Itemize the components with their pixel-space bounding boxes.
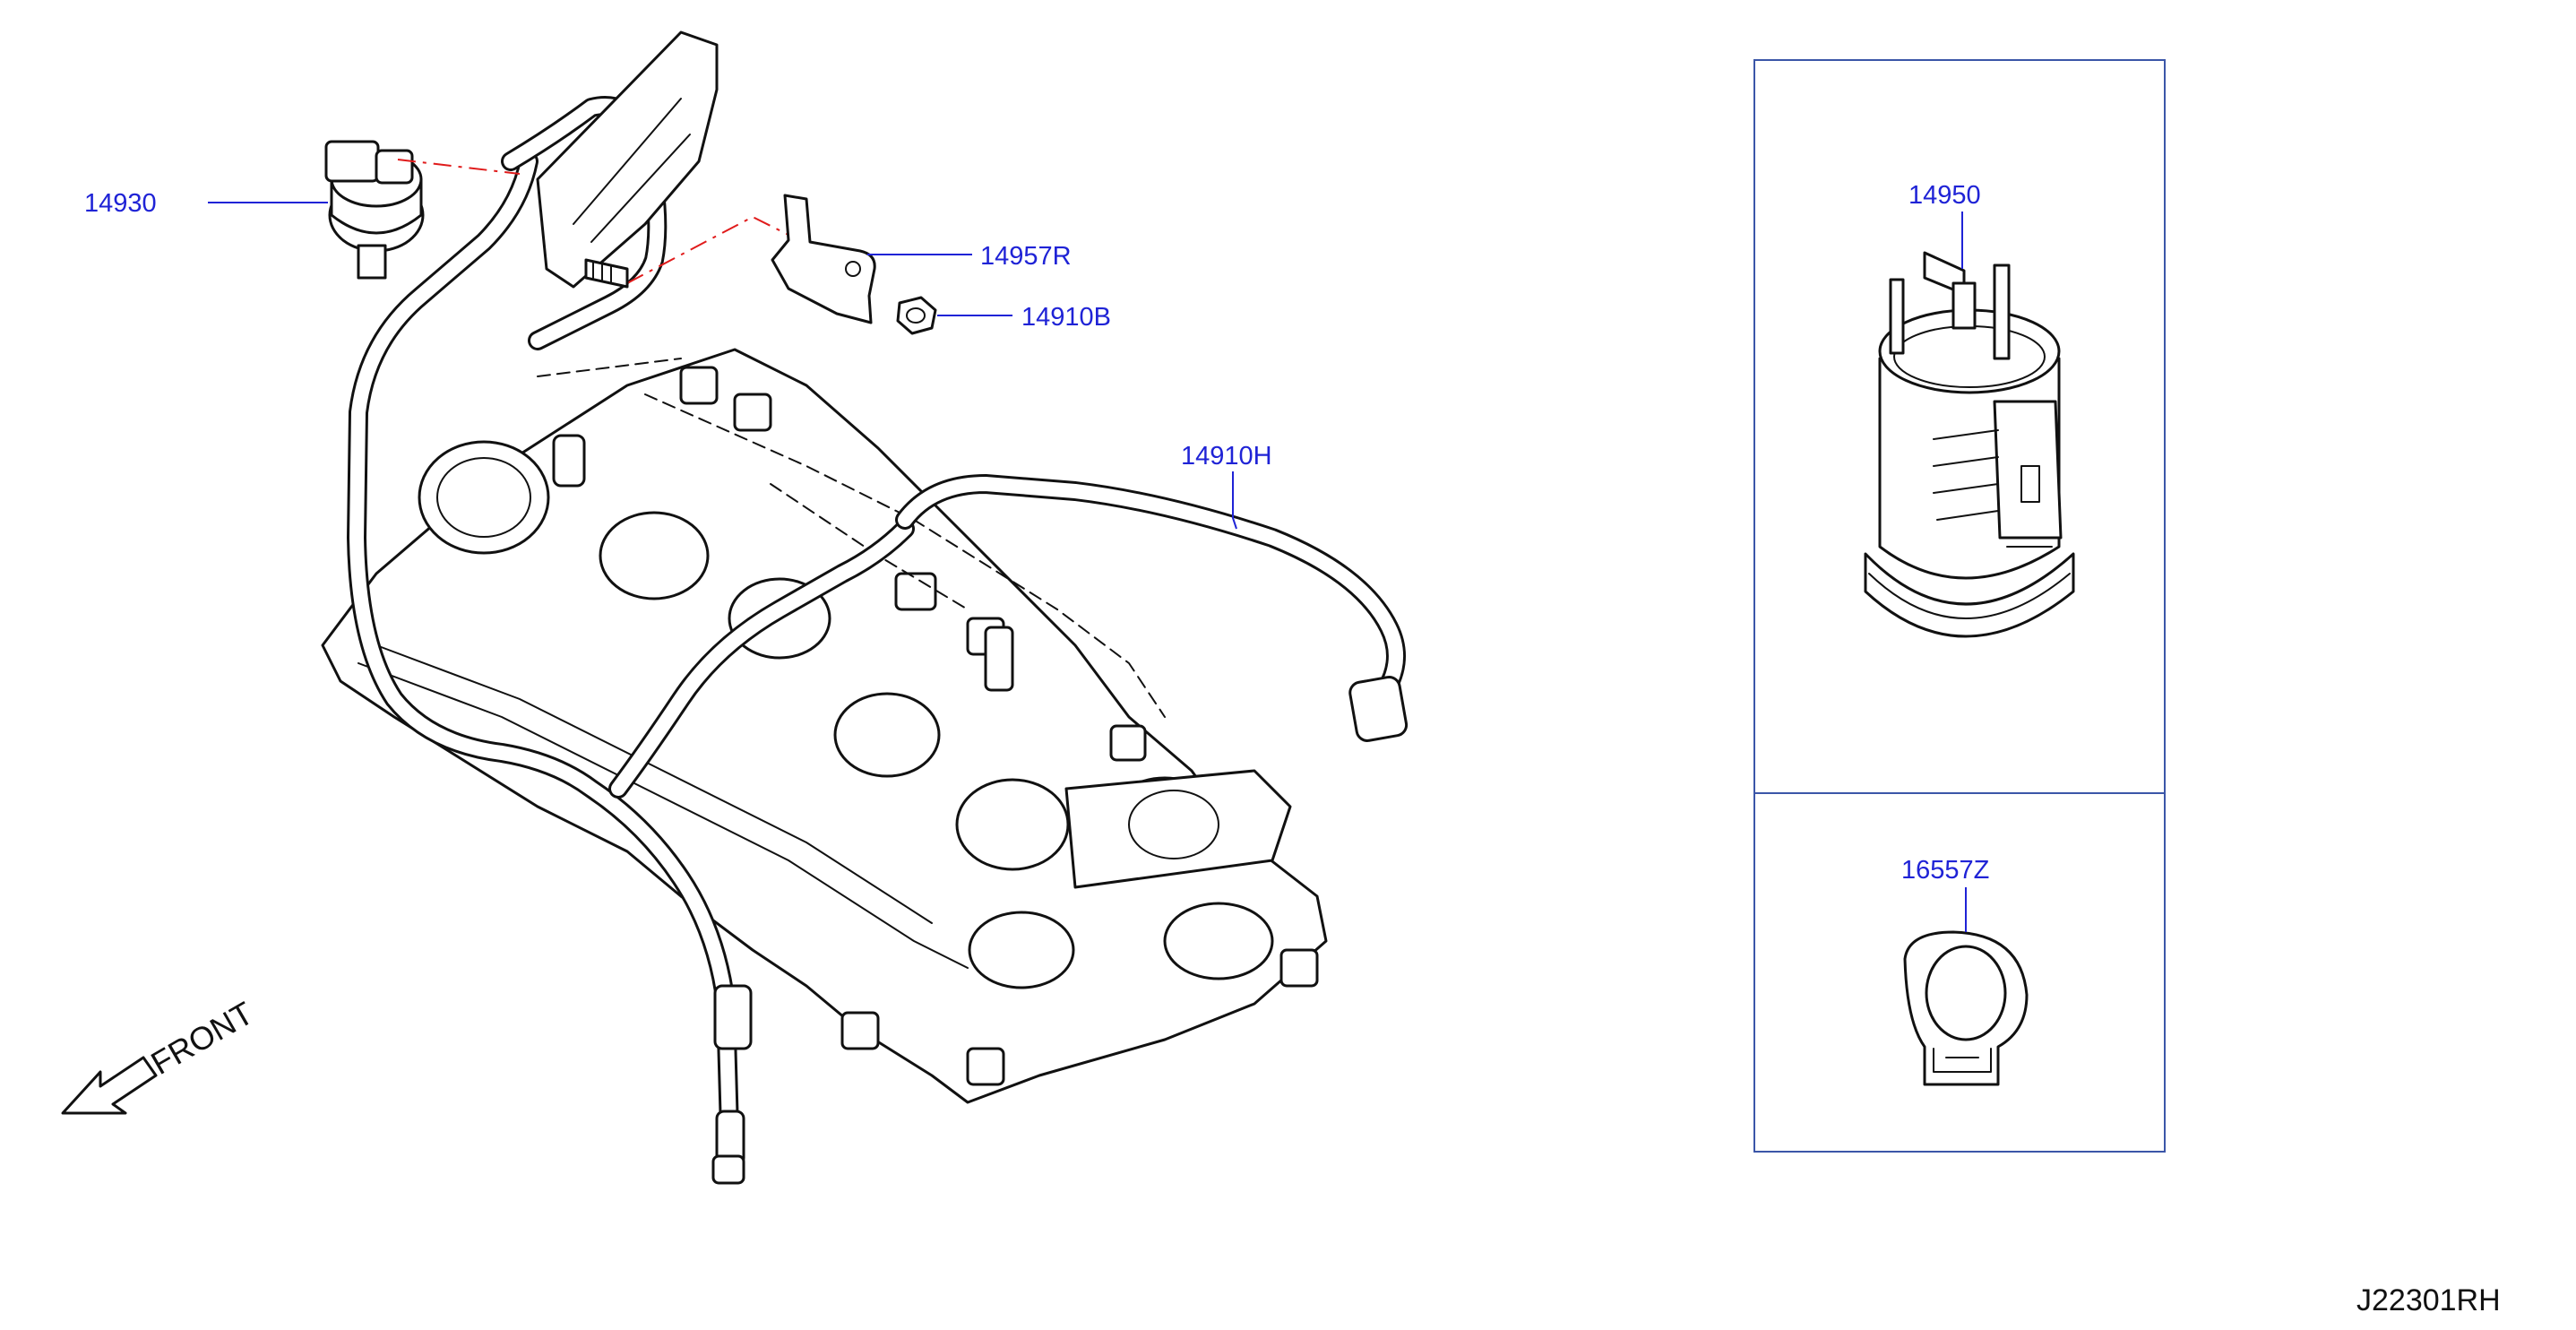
hex-nut-illustration [896, 296, 937, 335]
engine-cover-illustration [321, 348, 1328, 1104]
front-label: FRONT [145, 994, 260, 1082]
mounting-stud-illustration [584, 258, 629, 289]
canister-bracket-illustration [1903, 930, 2029, 1086]
callout-14957R: 14957R [980, 242, 1072, 271]
callout-14910H: 14910H [1181, 442, 1272, 471]
guide-line-valve [397, 159, 521, 175]
bracket-plate-illustration [771, 194, 876, 324]
callout-14910B: 14910B [1021, 303, 1111, 332]
callout-14930: 14930 [84, 189, 157, 218]
hose-bracket [536, 30, 719, 289]
callout-14950: 14950 [1908, 181, 1981, 210]
callout-16557Z: 16557Z [1901, 856, 1989, 885]
canister-panel-bottom [1753, 792, 2166, 1153]
purge-valve-illustration [324, 140, 425, 280]
guide-line-bracket [626, 215, 789, 284]
front-arrow-icon [61, 1056, 158, 1115]
diagram-code: J22301RH [2356, 1283, 2501, 1317]
leader-14910H [1232, 471, 1237, 530]
evap-canister-illustration [1864, 251, 2075, 638]
